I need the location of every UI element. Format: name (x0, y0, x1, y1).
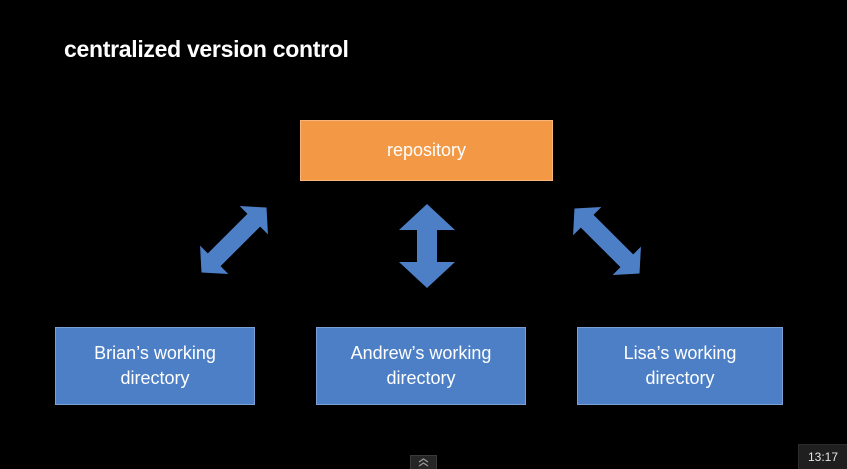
slide-title: centralized version control (64, 36, 349, 62)
working-directory-label-line2: directory (645, 368, 715, 388)
double-arrow-vertical-icon (399, 204, 455, 288)
working-directory-brian: Brian’s working directory (55, 327, 255, 405)
working-directory-label-line1: Brian’s working (94, 343, 216, 363)
working-directory-label-line2: directory (386, 368, 456, 388)
working-directory-andrew: Andrew’s working directory (316, 327, 526, 405)
expand-controls-button[interactable] (410, 455, 437, 469)
working-directory-label-line2: directory (120, 368, 190, 388)
video-timestamp: 13:17 (798, 444, 847, 469)
working-directory-lisa: Lisa’s working directory (577, 327, 783, 405)
double-chevron-up-icon (418, 458, 429, 467)
repository-label: repository (386, 140, 467, 160)
double-arrow-diagonal-left-icon (200, 206, 268, 274)
repository-box: repository (300, 120, 553, 181)
double-arrow-diagonal-right-icon (573, 207, 641, 275)
working-directory-label-line1: Lisa’s working (623, 343, 737, 363)
working-directory-label-line1: Andrew’s working (350, 343, 492, 363)
